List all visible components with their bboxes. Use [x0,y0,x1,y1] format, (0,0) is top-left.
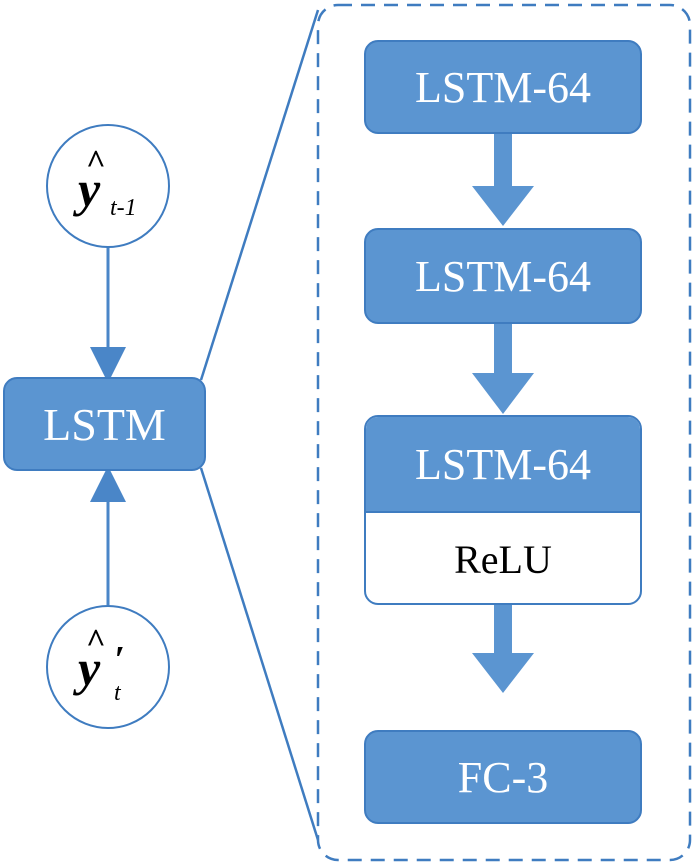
y-symbol: y [78,640,101,696]
relu-activation: ReLU [366,513,640,603]
input-node-previous: ^ y t-1 [46,124,170,248]
prime-symbol: ′ [114,639,125,681]
fc-layer-label: FC-3 [457,752,549,802]
thick-arrow-1 [472,133,534,226]
y-symbol: y [78,161,101,217]
expansion-dashed-box [316,3,692,862]
lstm-layer-3-label: LSTM-64 [415,439,591,489]
input-node-current: ^ y ′ t [46,605,170,729]
zoom-line-bottom [199,467,320,841]
lstm-layer-1-label: LSTM-64 [415,62,591,112]
thick-arrow-3 [472,603,534,693]
fc-layer: FC-3 [364,730,642,824]
lstm-layer-3-with-activation: LSTM-64 ReLU [364,415,642,605]
relu-label: ReLU [454,536,552,582]
lstm-layer-1: LSTM-64 [364,40,642,134]
zoom-line-top [199,9,320,381]
lstm-block: LSTM [3,377,206,471]
lstm-label: LSTM [43,398,166,450]
lstm-layer-2: LSTM-64 [364,228,642,324]
subscript: t [114,680,121,706]
thick-arrow-2 [472,323,534,414]
hat-symbol: ^ [86,144,106,181]
lstm-layer-3: LSTM-64 [366,417,640,513]
hat-symbol: ^ [86,623,106,660]
subscript: t-1 [110,195,137,221]
lstm-layer-2-label: LSTM-64 [415,251,591,301]
